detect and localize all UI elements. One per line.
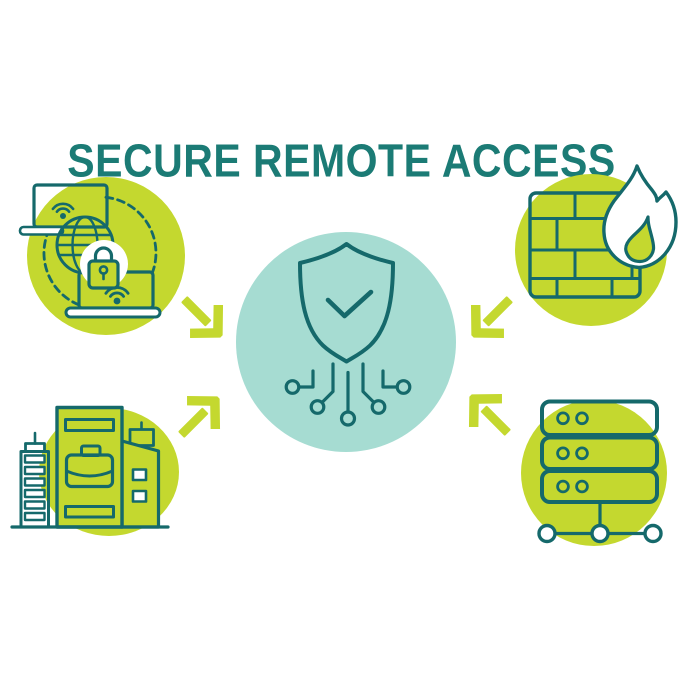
teal-circle-bg: [236, 232, 456, 452]
dashed-connection-circle: [42, 195, 158, 307]
arrow-icon-bottom-right: [452, 377, 527, 452]
arrow-icon-top-right: [454, 281, 529, 356]
office-building-icon: [10, 405, 179, 536]
main-building: [55, 405, 124, 529]
flame-icon: [602, 164, 678, 270]
wifi-icon: [51, 202, 75, 219]
network-link-nodes: [537, 500, 663, 544]
arrow-icon-bottom-left: [163, 379, 238, 454]
arrow-icon-top-left: [166, 281, 241, 356]
page-title: SECURE REMOTE ACCESS: [67, 135, 616, 187]
shield-check-icon: [298, 242, 395, 364]
laptop-top-icon: [18, 183, 109, 236]
briefcase-icon: [64, 444, 115, 489]
network-nodes-icon: [284, 362, 412, 427]
firewall-icon: [515, 164, 678, 326]
remote-devices-vpn-icon: [18, 177, 185, 335]
server-stack-icon: [521, 399, 667, 546]
left-tower: [19, 431, 50, 529]
shield-check-network-icon: [236, 232, 456, 452]
server-units: [540, 399, 659, 504]
padlock-icon: [80, 240, 128, 290]
